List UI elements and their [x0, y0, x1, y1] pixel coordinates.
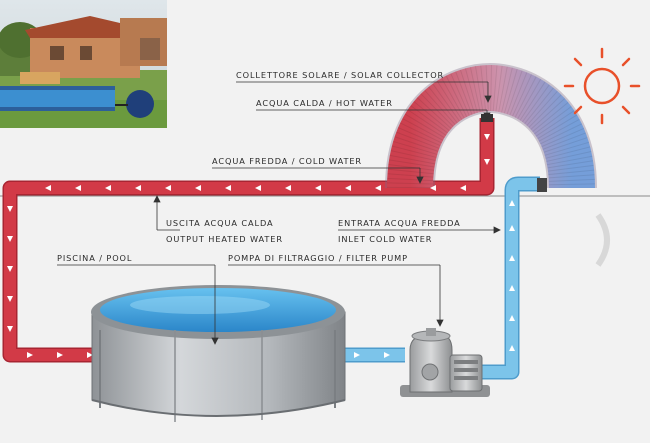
- label-output-en: OUTPUT HEATED WATER: [166, 234, 283, 244]
- label-filter-pump: POMPA DI FILTRAGGIO / FILTER PUMP: [228, 253, 408, 263]
- pool: [91, 285, 346, 422]
- house-pool-photo: [0, 0, 167, 128]
- label-output-it: USCITA ACQUA CALDA: [166, 218, 274, 228]
- cold-flow-arrows: [354, 200, 515, 358]
- collector-inlet-fitting: [537, 178, 547, 192]
- filter-pump: [400, 328, 490, 397]
- leader-lines: [57, 81, 501, 345]
- label-pool: PISCINA / POOL: [57, 253, 132, 263]
- cold-water-pipe: [338, 176, 540, 380]
- hot-flow-arrows: [7, 134, 490, 358]
- sun-icon: [563, 47, 641, 125]
- pipe-shadow-hint: [595, 213, 610, 267]
- label-hot-water: ACQUA CALDA / HOT WATER: [256, 98, 393, 108]
- label-inlet-it: ENTRATA ACQUA FREDDA: [338, 218, 461, 228]
- label-solar-collector: COLLETTORE SOLARE / SOLAR COLLECTOR: [236, 70, 444, 80]
- label-cold-water: ACQUA FREDDA / COLD WATER: [212, 156, 362, 166]
- solar-collector: [385, 62, 597, 192]
- label-inlet-en: INLET COLD WATER: [338, 234, 432, 244]
